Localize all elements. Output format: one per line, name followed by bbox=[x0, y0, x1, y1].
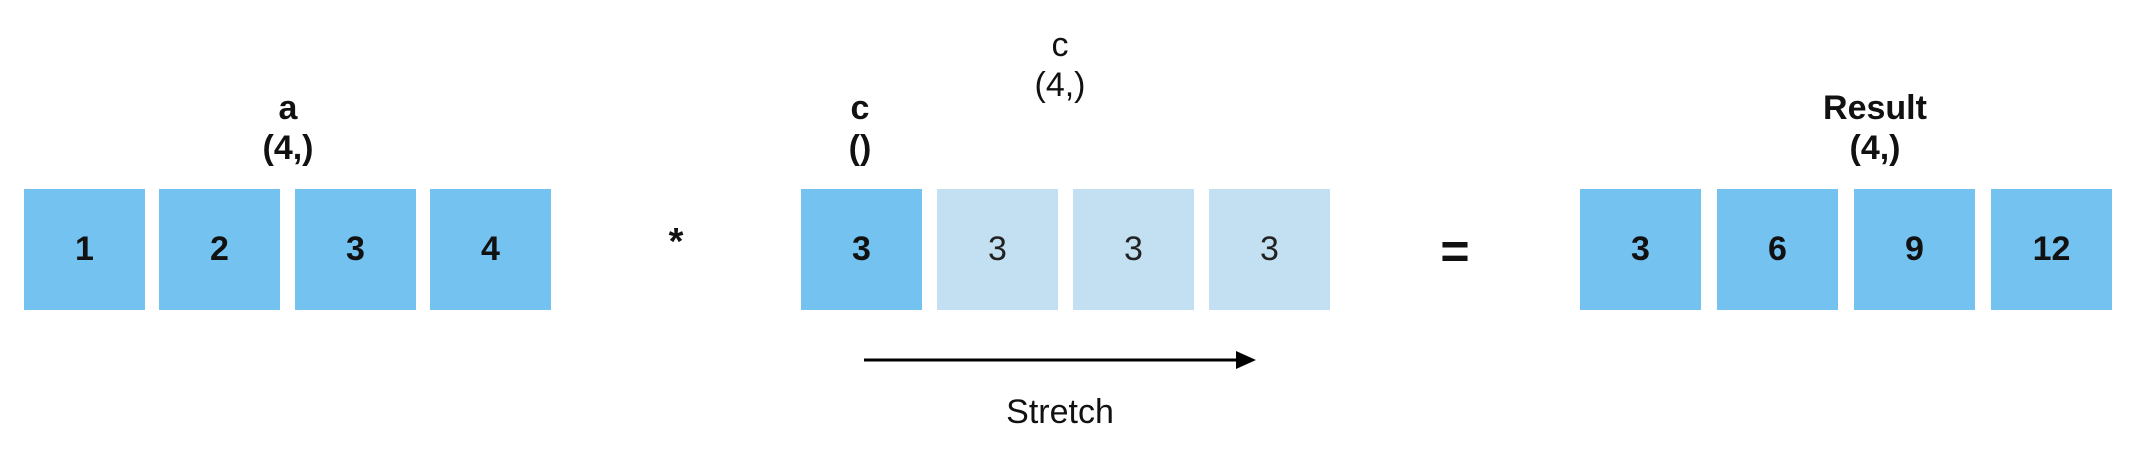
array-a-cell-2: 2 bbox=[159, 189, 280, 310]
array-c-cell: 3 bbox=[801, 189, 922, 310]
array-c-shape: () bbox=[848, 129, 872, 167]
result-shape: (4,) bbox=[1849, 129, 1901, 167]
multiply-operator: * bbox=[668, 221, 684, 263]
stretched-c-cell-4: 3 bbox=[1209, 189, 1330, 310]
stretched-c-name: c bbox=[1051, 26, 1069, 64]
array-a-name: a bbox=[278, 89, 298, 127]
stretched-c-cell-3: 3 bbox=[1073, 189, 1194, 310]
stretched-c-label: c (4,) bbox=[1000, 25, 1120, 105]
array-a-shape: (4,) bbox=[262, 129, 314, 167]
result-name: Result bbox=[1823, 89, 1927, 127]
result-cell-3: 9 bbox=[1854, 189, 1975, 310]
array-a-cell-4: 4 bbox=[430, 189, 551, 310]
stretched-c-shape: (4,) bbox=[1034, 66, 1086, 104]
stretched-c-cell-2: 3 bbox=[937, 189, 1058, 310]
array-c-name: c bbox=[850, 89, 870, 127]
array-a-cell-3: 3 bbox=[295, 189, 416, 310]
stretch-arrow bbox=[864, 351, 1256, 369]
stretch-arrow-head bbox=[1236, 351, 1256, 369]
array-a-cell-1: 1 bbox=[24, 189, 145, 310]
stretch-label: Stretch bbox=[1006, 393, 1114, 431]
result-label: Result (4,) bbox=[1800, 88, 1950, 168]
equals-operator: = bbox=[1440, 223, 1470, 279]
result-cell-4: 12 bbox=[1991, 189, 2112, 310]
array-c-label: c () bbox=[800, 88, 920, 168]
result-cell-2: 6 bbox=[1717, 189, 1838, 310]
result-cell-1: 3 bbox=[1580, 189, 1701, 310]
array-a-label: a (4,) bbox=[228, 88, 348, 168]
